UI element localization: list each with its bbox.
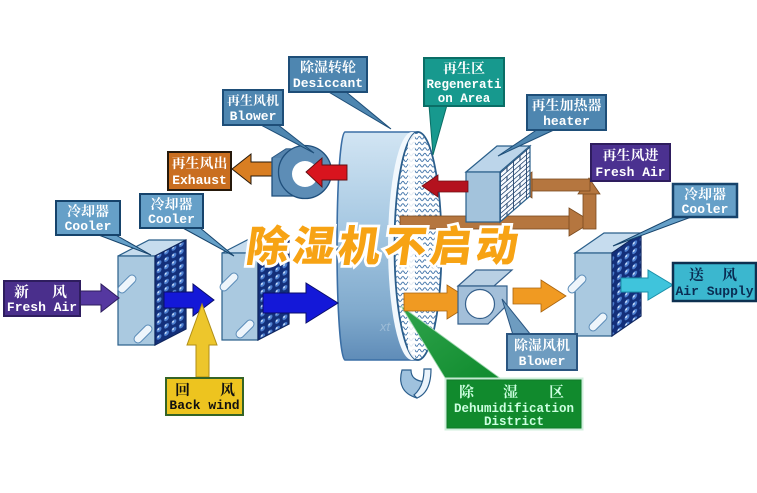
- regen-heater-box: [464, 144, 532, 224]
- label-regeneration-area-en2: on Area: [438, 92, 491, 106]
- label-cooler-1-en1: Cooler: [65, 219, 112, 234]
- label-cooler-3-en1: Cooler: [682, 202, 729, 217]
- label-air-supply: Air Supply: [671, 261, 757, 303]
- label-exhaust: Exhaust: [167, 151, 232, 191]
- label-regen-heater-en1: heater: [543, 114, 590, 129]
- heater-element-face: [499, 144, 531, 224]
- roller: [567, 274, 587, 294]
- label-fresh-air-en1: Fresh Air: [7, 300, 77, 315]
- label-fresh-air: Fresh Air: [3, 280, 81, 317]
- label-cooler-2: Cooler: [139, 193, 235, 257]
- label-regen-fresh-air-box: [590, 143, 671, 182]
- label-desiccant-en1: Desiccant: [293, 76, 363, 91]
- roller: [133, 324, 153, 344]
- label-regen-fresh-air-en1: Fresh Air: [595, 165, 665, 180]
- condensate-ribbon: [400, 368, 432, 399]
- watermark: xt: [379, 319, 392, 334]
- roller: [588, 312, 608, 332]
- regen-air-arrow-into-rotor: [421, 174, 469, 198]
- process-air-arrow-3: [403, 284, 475, 320]
- duct-arrow-right: [568, 207, 593, 237]
- process-blower-inlet: [464, 288, 496, 320]
- supply-air-arrow: [620, 269, 674, 301]
- process-air-arrow-2: [262, 282, 339, 324]
- label-regen-blower: Blower: [222, 89, 315, 154]
- label-cooler-1: Cooler: [55, 200, 152, 256]
- label-exhaust-en1: Exhaust: [172, 173, 227, 188]
- label-back-wind: Back wind: [165, 377, 244, 416]
- label-regen-fresh-air: Fresh Air: [590, 143, 671, 182]
- regen-air-arrow-to-blower: [305, 157, 348, 189]
- process-blower-unit: [456, 269, 514, 325]
- label-regeneration-area-en1: Regenerati: [426, 78, 501, 92]
- label-cooler-3: Cooler: [612, 182, 739, 247]
- aftercool-unit: [573, 231, 643, 338]
- label-dehumid-blower: Blower: [501, 298, 578, 371]
- label-desiccant: Desiccant: [288, 56, 392, 130]
- label-district-en2: District: [484, 415, 544, 429]
- label-back-wind-box: [165, 377, 244, 416]
- label-regen-blower-en1: Blower: [230, 109, 277, 124]
- label-regen-heater: heater: [497, 94, 607, 157]
- roller: [117, 274, 137, 294]
- label-air-supply-en1: Air Supply: [675, 284, 753, 299]
- roller: [235, 319, 255, 339]
- label-district-en1: Dehumidification: [454, 402, 574, 416]
- label-cooler-2-en1: Cooler: [148, 212, 195, 227]
- roller: [219, 272, 239, 292]
- label-dehumid-blower-en1: Blower: [519, 354, 566, 369]
- label-cooler-3-box: [671, 182, 739, 219]
- heater-front-face: [465, 171, 501, 223]
- label-back-wind-en1: Back wind: [169, 398, 239, 413]
- process-air-arrow-4: [512, 279, 567, 313]
- label-air-supply-box: [671, 261, 757, 303]
